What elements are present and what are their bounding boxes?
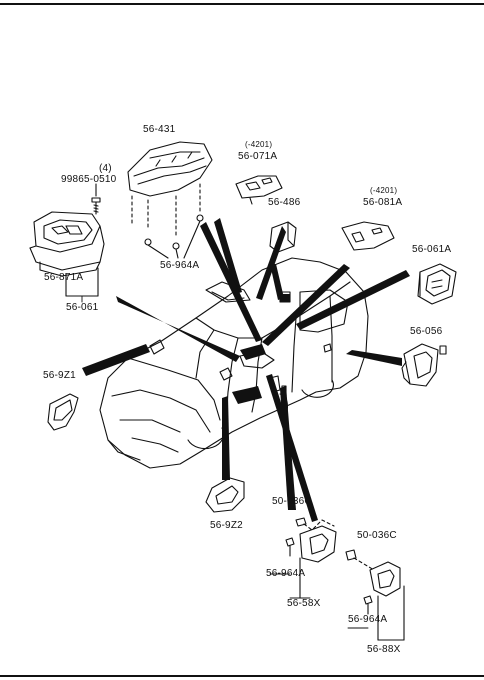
part-56-871a: [29, 211, 105, 297]
part-56-081a: [341, 221, 395, 251]
label-56-9z1: 56-9Z1: [43, 370, 76, 381]
label-56-061a: 56-061A: [412, 244, 452, 255]
part-56-88x: [345, 549, 405, 641]
label-56-964a-c: 56-964A: [348, 614, 388, 625]
part-56-061a: [417, 263, 457, 305]
label-minus-4201-a: (-4201): [245, 140, 273, 149]
part-56-9z2: [205, 477, 245, 513]
label-56-871a: 56-871A: [44, 272, 84, 283]
label-56-431: 56-431: [143, 124, 176, 135]
label-56-9z2: 56-9Z2: [210, 520, 243, 531]
label-56-081a: 56-081A: [363, 197, 403, 208]
label-56-056: 56-056: [410, 326, 443, 337]
label-99865-0510: 99865-0510: [61, 174, 117, 185]
part-56-58x: [285, 517, 337, 599]
bottom-border: [0, 675, 484, 677]
label-56-486: 56-486: [268, 197, 301, 208]
part-56-9z1: [47, 393, 79, 431]
label-56-88x: 56-88X: [367, 644, 401, 655]
label-50-036c-a: 50-036C: [272, 496, 312, 507]
label-56-061: 56-061: [66, 302, 99, 313]
label-56-964a-b: 56-964A: [266, 568, 306, 579]
part-56-486: [269, 221, 297, 253]
part-99865-0510: [91, 183, 101, 215]
leader-lines: [65, 295, 369, 629]
part-56-071a: [235, 175, 283, 205]
label-50-036c-b: 50-036C: [357, 530, 397, 541]
label-56-964a-top: 56-964A: [160, 260, 200, 271]
label-qty-4: (4): [99, 163, 112, 174]
label-minus-4201-b: (-4201): [370, 186, 398, 195]
label-56-071a: 56-071A: [238, 151, 278, 162]
callout-wedges: [82, 218, 410, 522]
top-border: [0, 3, 484, 5]
part-56-431: [127, 141, 213, 259]
part-56-056: [401, 343, 447, 387]
label-56-58x: 56-58X: [287, 598, 321, 609]
